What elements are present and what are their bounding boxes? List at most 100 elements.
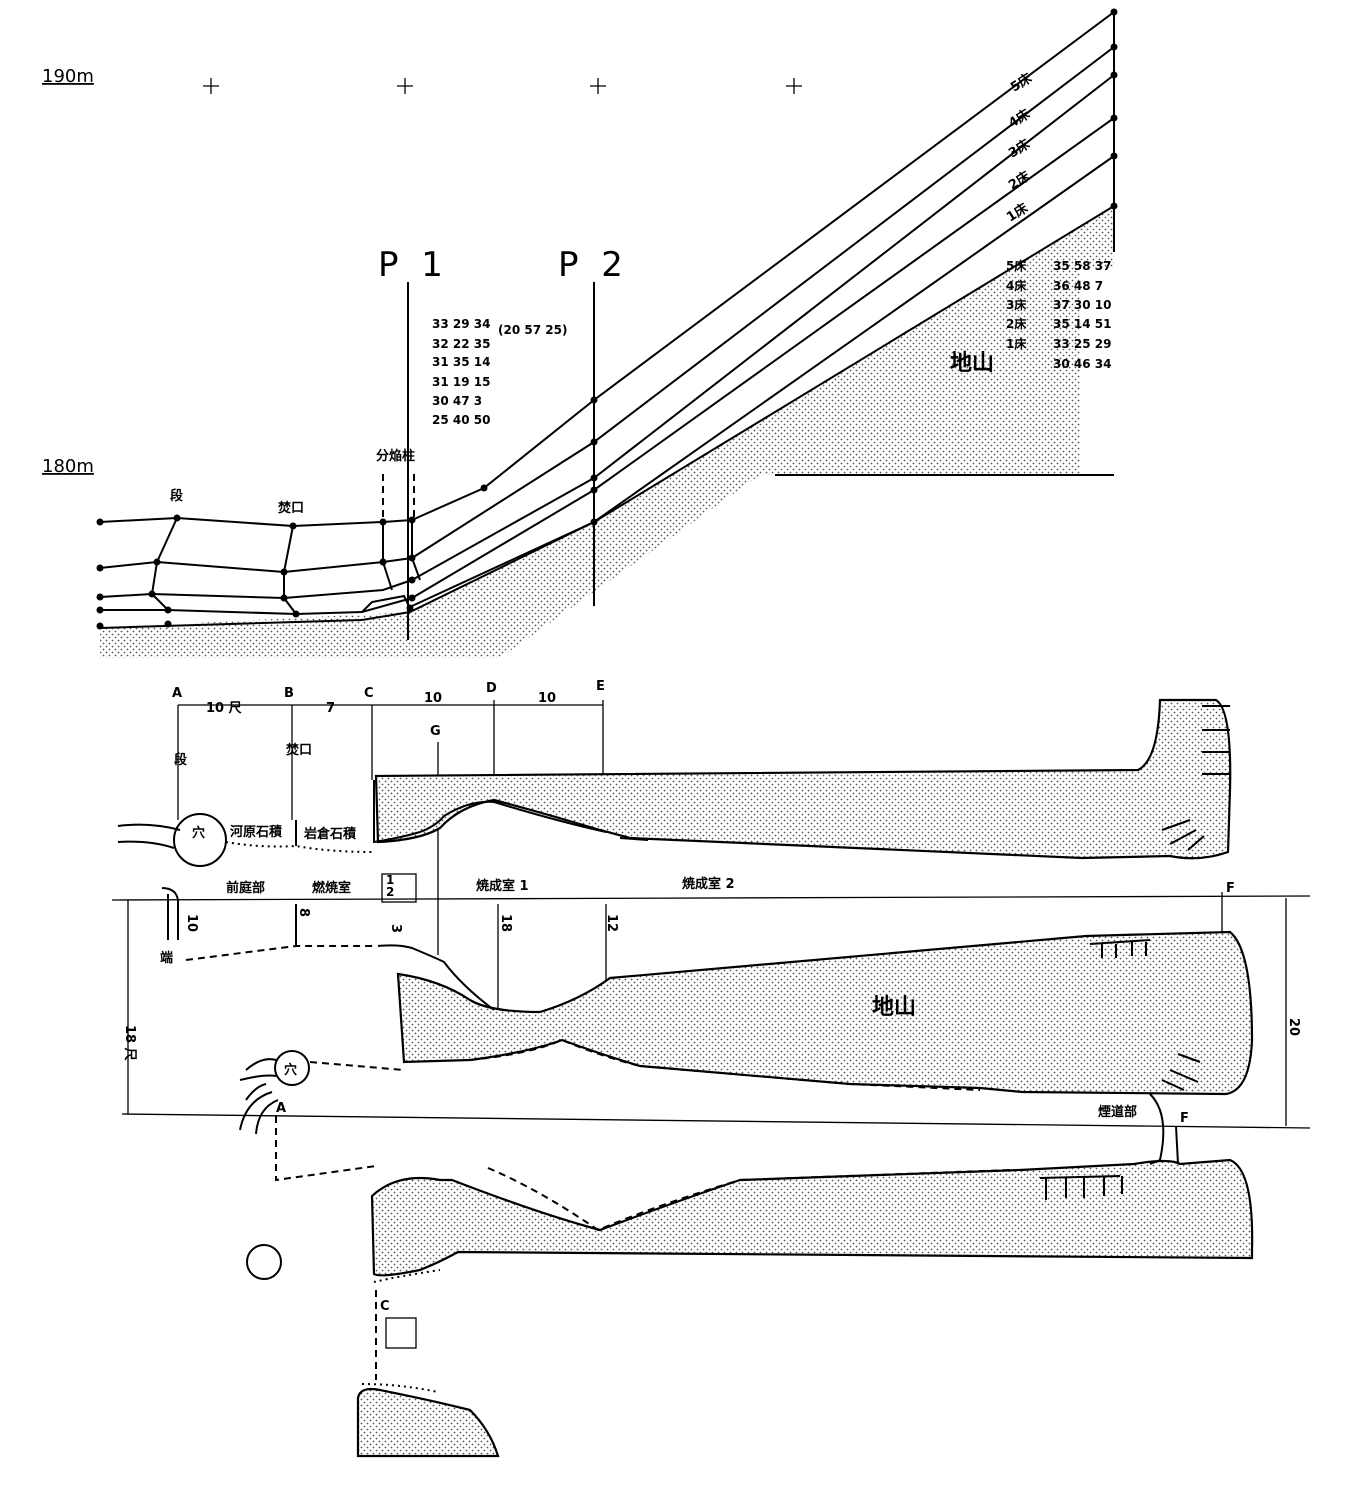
svg-text:前庭部: 前庭部 — [226, 880, 265, 896]
svg-text:35 14 51: 35 14 51 — [1053, 317, 1111, 331]
svg-text:C: C — [380, 1299, 390, 1314]
section-mark-p1: P 1 — [378, 245, 449, 285]
kawara-label: 河原石積 — [230, 824, 283, 840]
svg-text:3床: 3床 — [1006, 297, 1027, 312]
profile-ground — [100, 206, 1114, 658]
iwakura-label: 岩倉石積 — [303, 826, 357, 842]
profile-ground-line — [99, 205, 1115, 629]
bunenchu-label: 分焔柱 — [376, 448, 415, 464]
point-labels: A B C D E G F F A C — [172, 679, 1235, 1314]
lower-wall — [370, 1158, 1254, 1277]
left-end-mark — [161, 887, 179, 940]
svg-text:(20 57 25): (20 57 25) — [498, 323, 567, 337]
svg-text:30 46 34: 30 46 34 — [1053, 357, 1111, 371]
front-profile — [99, 516, 421, 616]
left-vertical-label: 段 — [174, 752, 187, 768]
svg-text:A: A — [276, 1101, 286, 1116]
flue-wall — [1149, 1093, 1165, 1165]
svg-text:A: A — [172, 686, 182, 701]
plan-section: A B C D E G F F A C 10 尺 7 10 10 — [111, 679, 1311, 1458]
svg-text:8: 8 — [296, 908, 311, 917]
svg-text:10 尺: 10 尺 — [206, 701, 242, 716]
profile-section: 190m 180m — [42, 8, 1118, 658]
left-vertical-label-2: 端 — [160, 950, 173, 966]
svg-text:35 58 37: 35 58 37 — [1053, 259, 1111, 273]
width-20: 20 — [1286, 1018, 1301, 1036]
width-labels: 10 8 3 18 12 — [184, 908, 619, 933]
svg-text:3: 3 — [388, 924, 403, 933]
svg-text:7: 7 — [326, 701, 335, 716]
fireport-vertical-label: 焚口 — [285, 742, 312, 758]
lower-kiln-top-dashed — [309, 1038, 981, 1091]
central-ground — [396, 930, 1254, 1096]
step-label-1: 1 — [386, 873, 394, 887]
axis-bottom — [121, 1113, 1311, 1129]
svg-text:10: 10 — [424, 691, 442, 706]
svg-text:31 35 14: 31 35 14 — [432, 355, 490, 369]
svg-text:F: F — [1180, 1111, 1189, 1126]
section-mark-p2: P 2 — [558, 245, 629, 285]
svg-text:10: 10 — [538, 691, 556, 706]
svg-text:4床: 4床 — [1006, 278, 1027, 293]
svg-text:G: G — [430, 724, 441, 739]
svg-text:B: B — [284, 686, 294, 701]
step-label-2: 2 — [386, 885, 394, 899]
lower-front-dashed — [185, 945, 374, 961]
plan-ground-label: 地山 — [872, 995, 916, 1020]
lower-chamber-wall — [377, 944, 495, 1011]
svg-text:12: 12 — [604, 914, 619, 932]
wall-hatching — [1039, 705, 1230, 1200]
svg-text:E: E — [596, 679, 605, 694]
svg-text:1床: 1床 — [1004, 200, 1032, 226]
svg-text:25 40 50: 25 40 50 — [432, 413, 490, 427]
flue-label: 煙道部 — [1098, 1104, 1137, 1120]
flue-f-mark — [1175, 1125, 1179, 1165]
svg-text:4床: 4床 — [1006, 106, 1034, 132]
svg-text:F: F — [1226, 881, 1235, 896]
hole-lower — [239, 1050, 310, 1135]
axis-top — [111, 895, 1311, 901]
fireport-label: 焚口 — [277, 500, 304, 516]
profile-ground-label: 地山 — [950, 351, 994, 376]
grid-crosses — [203, 78, 802, 94]
bottom-fragment-wall — [361, 1383, 439, 1393]
svg-text:10: 10 — [184, 914, 199, 932]
svg-text:C: C — [364, 686, 374, 701]
lower-circle — [246, 1244, 282, 1280]
svg-text:33 25 29: 33 25 29 — [1053, 337, 1111, 351]
svg-text:36 48 7: 36 48 7 — [1053, 279, 1103, 293]
spacing-labels: 10 尺 7 10 10 — [206, 691, 556, 716]
svg-text:燃焼室: 燃焼室 — [312, 880, 351, 896]
zone-labels: 前庭部 燃焼室 焼成室 1 焼成室 2 — [226, 876, 735, 896]
svg-text:33 29 34: 33 29 34 — [432, 317, 490, 331]
svg-text:18: 18 — [498, 914, 513, 932]
front-label: 段 — [170, 488, 183, 504]
step-block — [381, 873, 417, 903]
svg-text:2床: 2床 — [1006, 316, 1027, 331]
upper-chamber-wall-dotted — [225, 841, 373, 853]
svg-text:32 22 35: 32 22 35 — [432, 337, 490, 351]
svg-text:焼成室 2: 焼成室 2 — [682, 876, 735, 892]
svg-text:37 30 10: 37 30 10 — [1053, 298, 1111, 312]
width-18: 18 尺 — [122, 1025, 137, 1061]
floor-values-table: 5床 4床 3床 2床 1床 35 58 37 36 48 7 37 30 10… — [1006, 258, 1111, 371]
lower-kiln-bottom-dashed — [275, 1116, 1011, 1232]
lower-c-wall — [373, 1269, 441, 1283]
svg-text:1床: 1床 — [1006, 336, 1027, 351]
svg-text:2床: 2床 — [1006, 168, 1034, 194]
hole-label-lower: 穴 — [284, 1062, 297, 1078]
p1-values: 33 29 34 (20 57 25) 32 22 35 31 35 14 31… — [432, 317, 567, 427]
elevation-180m: 180m — [42, 456, 94, 477]
svg-text:焼成室 1: 焼成室 1 — [476, 878, 529, 894]
svg-text:31 19 15: 31 19 15 — [432, 375, 490, 389]
bottom-fragment — [356, 1387, 500, 1458]
elevation-190m: 190m — [42, 66, 94, 87]
hole-label-upper: 穴 — [192, 825, 205, 841]
svg-text:30 47 3: 30 47 3 — [432, 394, 482, 408]
upper-wall — [374, 698, 1232, 860]
floor-labels: 5床 4床 3床 2床 1床 — [1004, 70, 1036, 226]
upper-wall-segment — [619, 837, 649, 841]
svg-text:D: D — [486, 681, 497, 696]
